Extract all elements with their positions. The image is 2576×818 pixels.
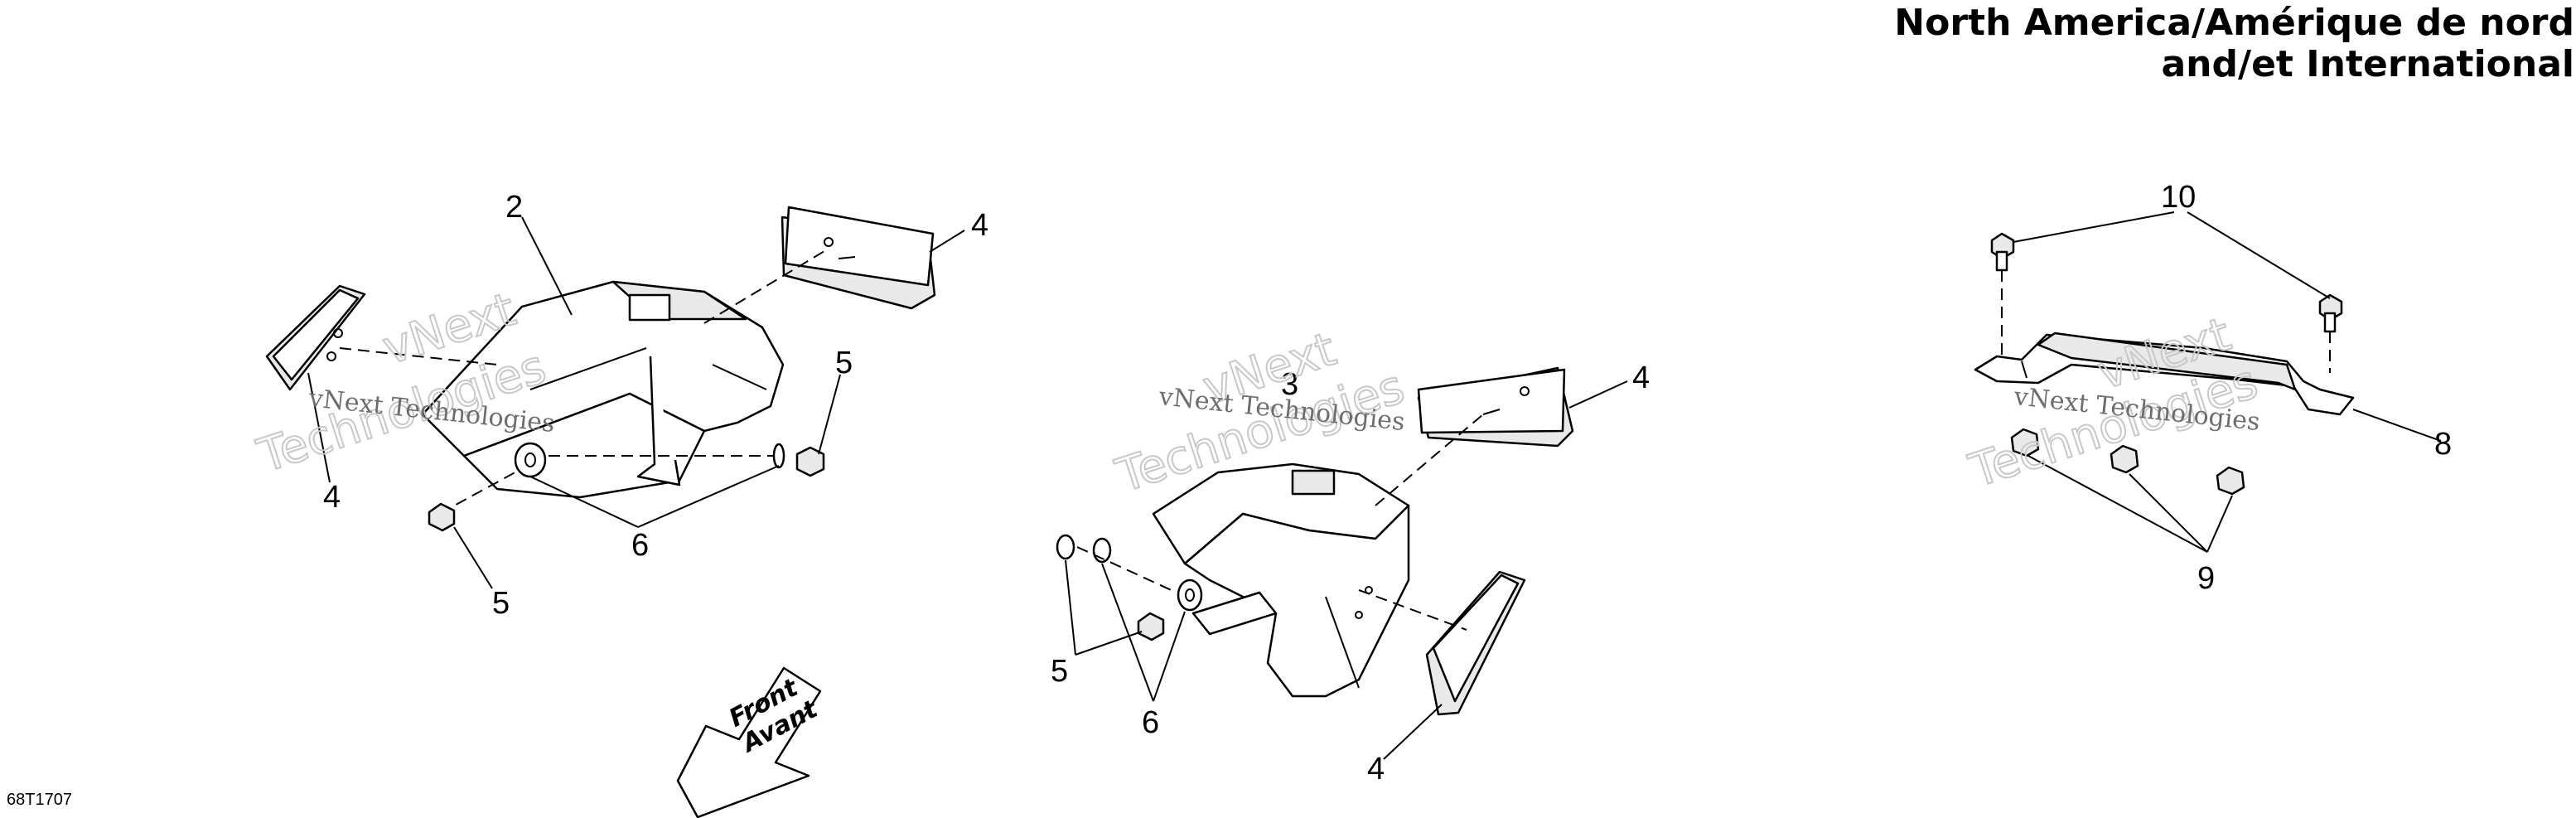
callout-center-nut: 5: [1051, 654, 1068, 689]
callout-center-washer: 6: [1142, 705, 1159, 740]
callout-left-reflector-top: 4: [971, 208, 988, 243]
left-assembly: 2 4 4 5 5 6: [265, 190, 988, 621]
left-nut-right: [795, 446, 825, 477]
right-bolt-right: [2318, 293, 2343, 333]
callout-left-nut-right: 5: [835, 346, 853, 380]
center-reflector-top: [1417, 366, 1574, 448]
center-assembly: 3 4 4 5 6: [1051, 361, 1650, 787]
front-direction-arrow: Front Avant: [676, 666, 824, 818]
callout-center-guard: 3: [1281, 367, 1298, 402]
right-nut-1: [2010, 428, 2040, 457]
center-washers: [1056, 534, 1203, 612]
callout-left-reflector-bottom: 4: [323, 480, 341, 515]
diagram-title-line-2: and/et International: [2161, 43, 2574, 85]
watermark-right: Technologies vNext vNext Technologies: [1962, 307, 2264, 500]
center-guard: [1152, 462, 1410, 698]
left-nut-bottom: [428, 502, 456, 532]
center-reflector-bottom: [1425, 570, 1526, 716]
right-nut-2: [2110, 444, 2139, 474]
callout-left-nut-bottom: 5: [492, 586, 510, 621]
right-bracket: [1974, 332, 2355, 416]
center-nut: [1137, 612, 1165, 641]
right-assembly: 10 8 9: [1974, 180, 2452, 596]
document-id: 68T1707: [7, 791, 72, 809]
right-bolt-left: [1990, 232, 2015, 272]
callout-right-bolts: 10: [2161, 180, 2196, 215]
callout-left-washer: 6: [631, 528, 649, 563]
left-reflector-left: [265, 284, 366, 391]
diagram-title-line-1: North America/Amérique de nord: [1894, 2, 2574, 44]
callout-center-reflector-top: 4: [1632, 361, 1650, 395]
left-washer: [514, 442, 547, 478]
left-washer-small: [772, 443, 785, 469]
callout-right-bracket: 8: [2434, 427, 2452, 462]
callout-left-guard: 2: [505, 190, 523, 225]
left-reflector-right: [781, 206, 936, 310]
right-nut-3: [2216, 466, 2245, 496]
callout-center-reflector-bottom: 4: [1367, 752, 1385, 787]
callout-right-nuts: 9: [2197, 561, 2215, 596]
